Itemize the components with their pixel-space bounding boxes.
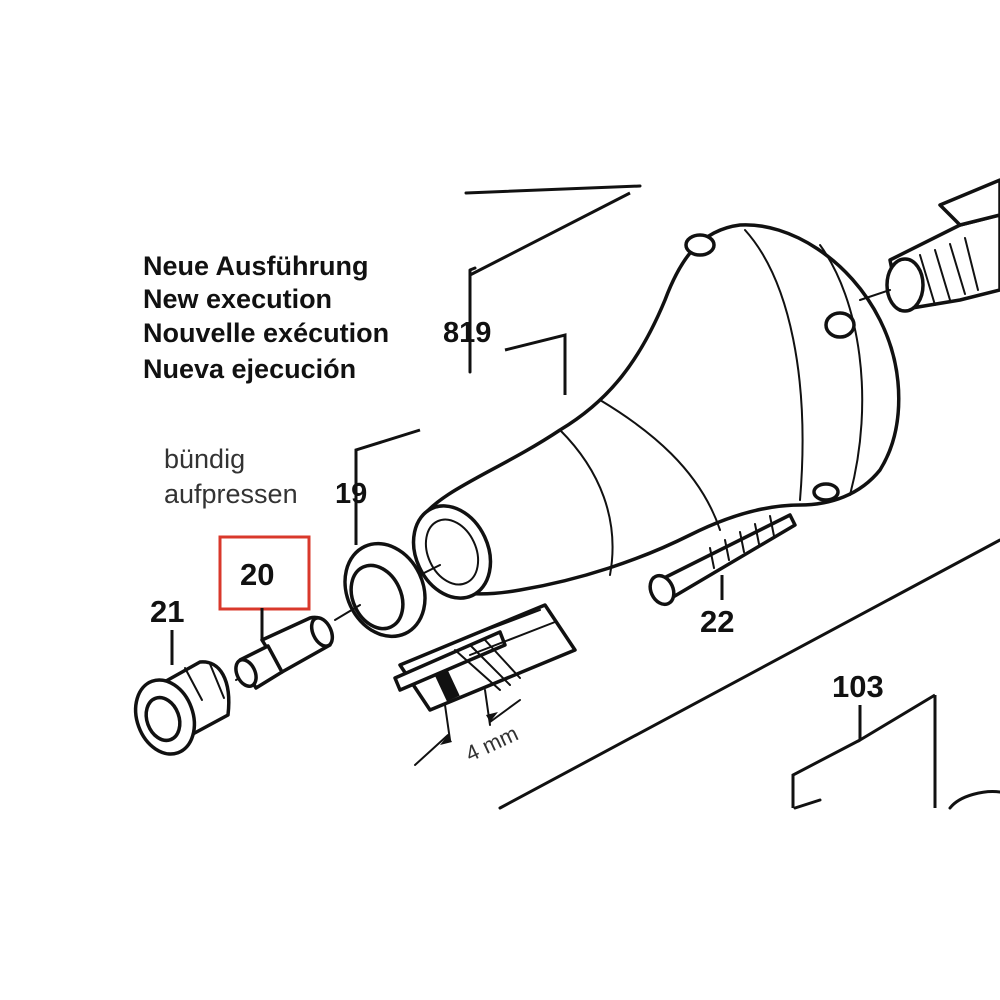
threaded-spindle [859, 178, 1000, 313]
part-21-nut [133, 660, 231, 756]
heading-block: Neue Ausführung New execution Nouvelle e… [143, 251, 491, 384]
heading-line-en: New execution [143, 284, 332, 314]
part-20-sleeve [234, 615, 335, 690]
heading-line-de: Neue Ausführung [143, 251, 369, 281]
frame-lines [464, 184, 642, 374]
callout-20: 20 [240, 557, 274, 592]
callout-21: 21 [150, 594, 184, 629]
leader-819-top [469, 191, 631, 277]
callout-19: 19 [335, 478, 367, 510]
heading-line-fr: Nouvelle exécution [143, 318, 389, 348]
gear-housing [411, 223, 901, 600]
note-line-2: aufpressen [164, 479, 298, 509]
leader-19 [354, 428, 421, 512]
highlight-box-20 [218, 535, 311, 611]
heading-line-es: Nueva ejecución [143, 354, 356, 384]
housing-nose [411, 504, 493, 600]
note-block: bündig aufpressen 19 [164, 444, 367, 510]
dimension-label: 4 mm [462, 721, 522, 767]
part-103-area [498, 538, 1000, 810]
part-22-screw [648, 513, 797, 607]
note-line-1: bündig [164, 444, 245, 474]
section-detail [393, 603, 577, 766]
leader-819 [504, 333, 567, 395]
callout-103: 103 [832, 669, 884, 704]
callout-22: 22 [700, 604, 734, 639]
callout-819: 819 [443, 317, 491, 349]
